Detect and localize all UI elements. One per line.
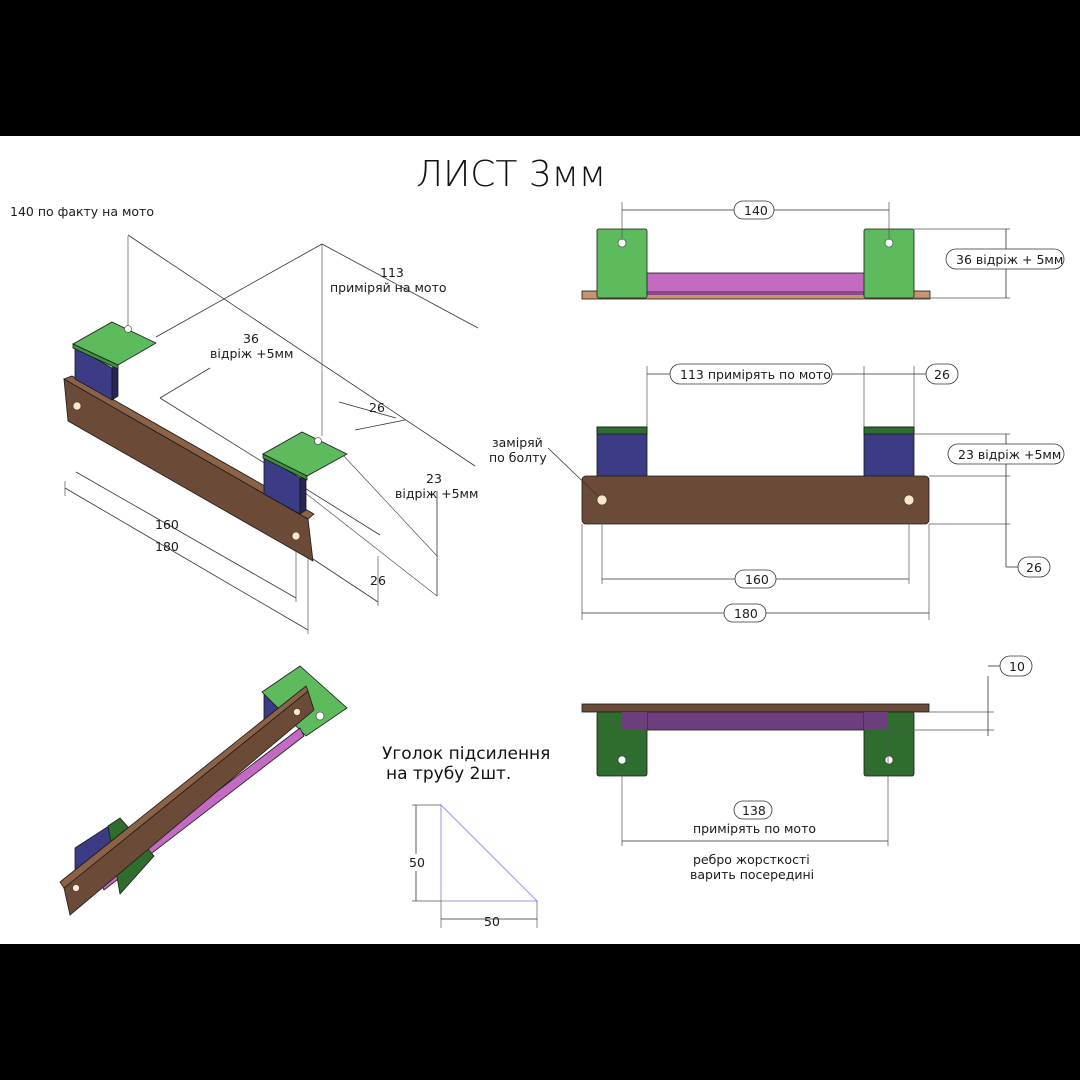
- dim-label: 36 відріж + 5мм: [956, 252, 1063, 267]
- bolt-hole-icon: [596, 494, 608, 506]
- main-bar: [581, 703, 930, 713]
- bolt-hole-icon: [291, 531, 301, 541]
- mount-hole-icon: [124, 325, 132, 333]
- dim-note: відріж +5мм: [210, 346, 293, 361]
- dim-label: 180: [155, 539, 179, 554]
- drawing-sheet: ЛИСТ 3мм: [0, 136, 1080, 944]
- dim-note: примірять по мото: [693, 821, 816, 836]
- gusset-view: Уголок підсилення на трубу 2шт. 50 50: [382, 744, 550, 929]
- dim-label: 180: [734, 606, 758, 621]
- front-view: 113 примірять по мото 26 заміряй по болт…: [489, 363, 1065, 623]
- dim-label: 26: [370, 573, 386, 588]
- bottom-view: 10 138 примірять по мото ребро жорсткост…: [581, 655, 1033, 882]
- main-bar: [581, 475, 930, 525]
- dim-label: 23: [426, 471, 442, 486]
- drawing-title: ЛИСТ 3мм: [416, 154, 606, 195]
- rib-note: ребро жорсткості: [693, 852, 810, 867]
- mount-hole-icon: [617, 755, 627, 765]
- dim-label: 138: [742, 803, 766, 818]
- dim-note: приміряй на мото: [330, 280, 447, 295]
- isometric-underside-view: [59, 665, 348, 916]
- dim-label: 113 примірять по мото: [680, 367, 831, 382]
- dim-label: 50: [484, 914, 500, 929]
- dim-label: 26: [1026, 560, 1042, 575]
- top-view: 140 36 відріж + 5мм: [581, 200, 1065, 300]
- dim-label: 23 відріж +5мм: [958, 447, 1061, 462]
- bolt-hole-icon: [903, 494, 915, 506]
- mount-hole-icon: [884, 238, 894, 248]
- dim-label: 26: [934, 367, 950, 382]
- gusset-title: Уголок підсилення: [382, 744, 550, 764]
- dim-label: 10: [1009, 659, 1025, 674]
- bolt-hole-icon: [72, 401, 82, 411]
- gusset-triangle: [440, 803, 539, 902]
- dim-label: 36: [243, 331, 259, 346]
- dim-note: відріж +5мм: [395, 486, 478, 501]
- dim-label: 50: [409, 855, 425, 870]
- technical-drawing: ЛИСТ 3мм: [10, 154, 1065, 929]
- isometric-view: 140 по факту на мото 113 приміряй на мот…: [10, 204, 478, 634]
- stiffener-rib: [621, 711, 889, 731]
- bolt-note: по болту: [489, 450, 547, 465]
- stiffener-rib: [639, 272, 869, 294]
- bolt-note: заміряй: [492, 435, 543, 450]
- dim-label: 140: [744, 203, 768, 218]
- dim-label: 113: [380, 265, 404, 280]
- mount-hole-icon: [617, 238, 627, 248]
- gusset-title: на трубу 2шт.: [386, 764, 511, 784]
- dim-label: 140 по факту на мото: [10, 204, 154, 219]
- dim-label: 160: [745, 572, 769, 587]
- mount-hole-icon: [314, 437, 322, 445]
- dim-label: 160: [155, 517, 179, 532]
- rib-note: варить посередині: [690, 867, 814, 882]
- mount-hole-icon: [884, 755, 894, 765]
- dim-label: 26: [369, 400, 385, 415]
